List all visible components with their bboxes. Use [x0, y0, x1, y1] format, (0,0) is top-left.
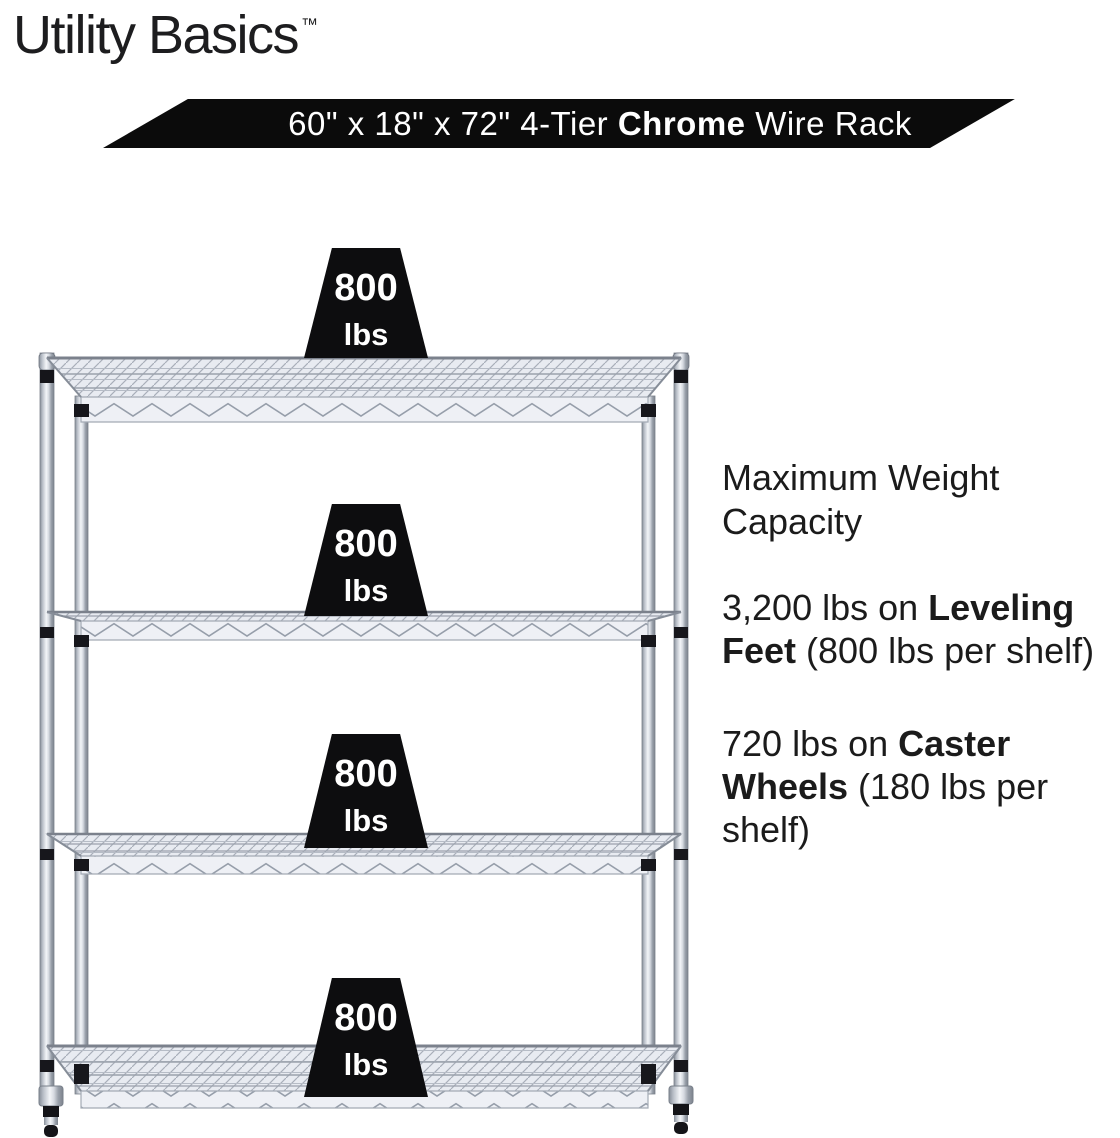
wire-rack-photo	[38, 352, 694, 1137]
leveling-feet-pre: 3,200 lbs on	[722, 587, 929, 628]
back-posts	[38, 352, 690, 1094]
caster-wheels-pre: 720 lbs on	[722, 723, 899, 764]
leveling-feet-post: (800 lbs per shelf)	[796, 630, 1095, 671]
caster-wheels-post: (180 lbs per shelf)	[722, 766, 1049, 850]
info-leveling-feet: 3,200 lbs on Leveling Feet (800 lbs per …	[722, 586, 1120, 672]
leveling-feet-term: Leveling Feet	[722, 587, 1075, 671]
shelf-1	[45, 356, 683, 423]
info-caster-wheels: 720 lbs on Caster Wheels (180 lbs per sh…	[722, 722, 1120, 851]
brand-name: Utility Basics	[13, 5, 300, 65]
title-type: Wire Rack	[745, 104, 912, 142]
info-heading: Maximum Weight Capacity	[722, 457, 1000, 542]
weight-value: 800	[334, 753, 398, 795]
weight-capacity-badge: 800 lbs	[304, 248, 428, 358]
weight-unit: lbs	[343, 803, 389, 838]
title-finish: Chrome	[617, 104, 746, 142]
front-posts	[74, 395, 656, 1095]
leveling-feet	[38, 1085, 694, 1137]
weight-value: 800	[334, 267, 398, 309]
weight-unit: lbs	[343, 1047, 389, 1082]
capacity-info: Maximum Weight Capacity 3,200 lbs on Lev…	[722, 456, 1120, 901]
weight-value: 800	[334, 523, 398, 565]
weight-value: 800	[334, 997, 398, 1039]
trademark-symbol: ™	[301, 15, 319, 34]
title-dimensions: 60" x 18" x 72" 4-Tier	[288, 104, 618, 142]
caster-wheels-term: Caster Wheels	[722, 723, 1011, 807]
weight-unit: lbs	[343, 573, 389, 608]
product-title: 60" x 18" x 72" 4-Tier Chrome Wire Rack	[188, 99, 1012, 148]
shelf-2	[46, 610, 682, 641]
post-collars	[40, 404, 688, 1084]
weight-unit: lbs	[343, 317, 389, 352]
